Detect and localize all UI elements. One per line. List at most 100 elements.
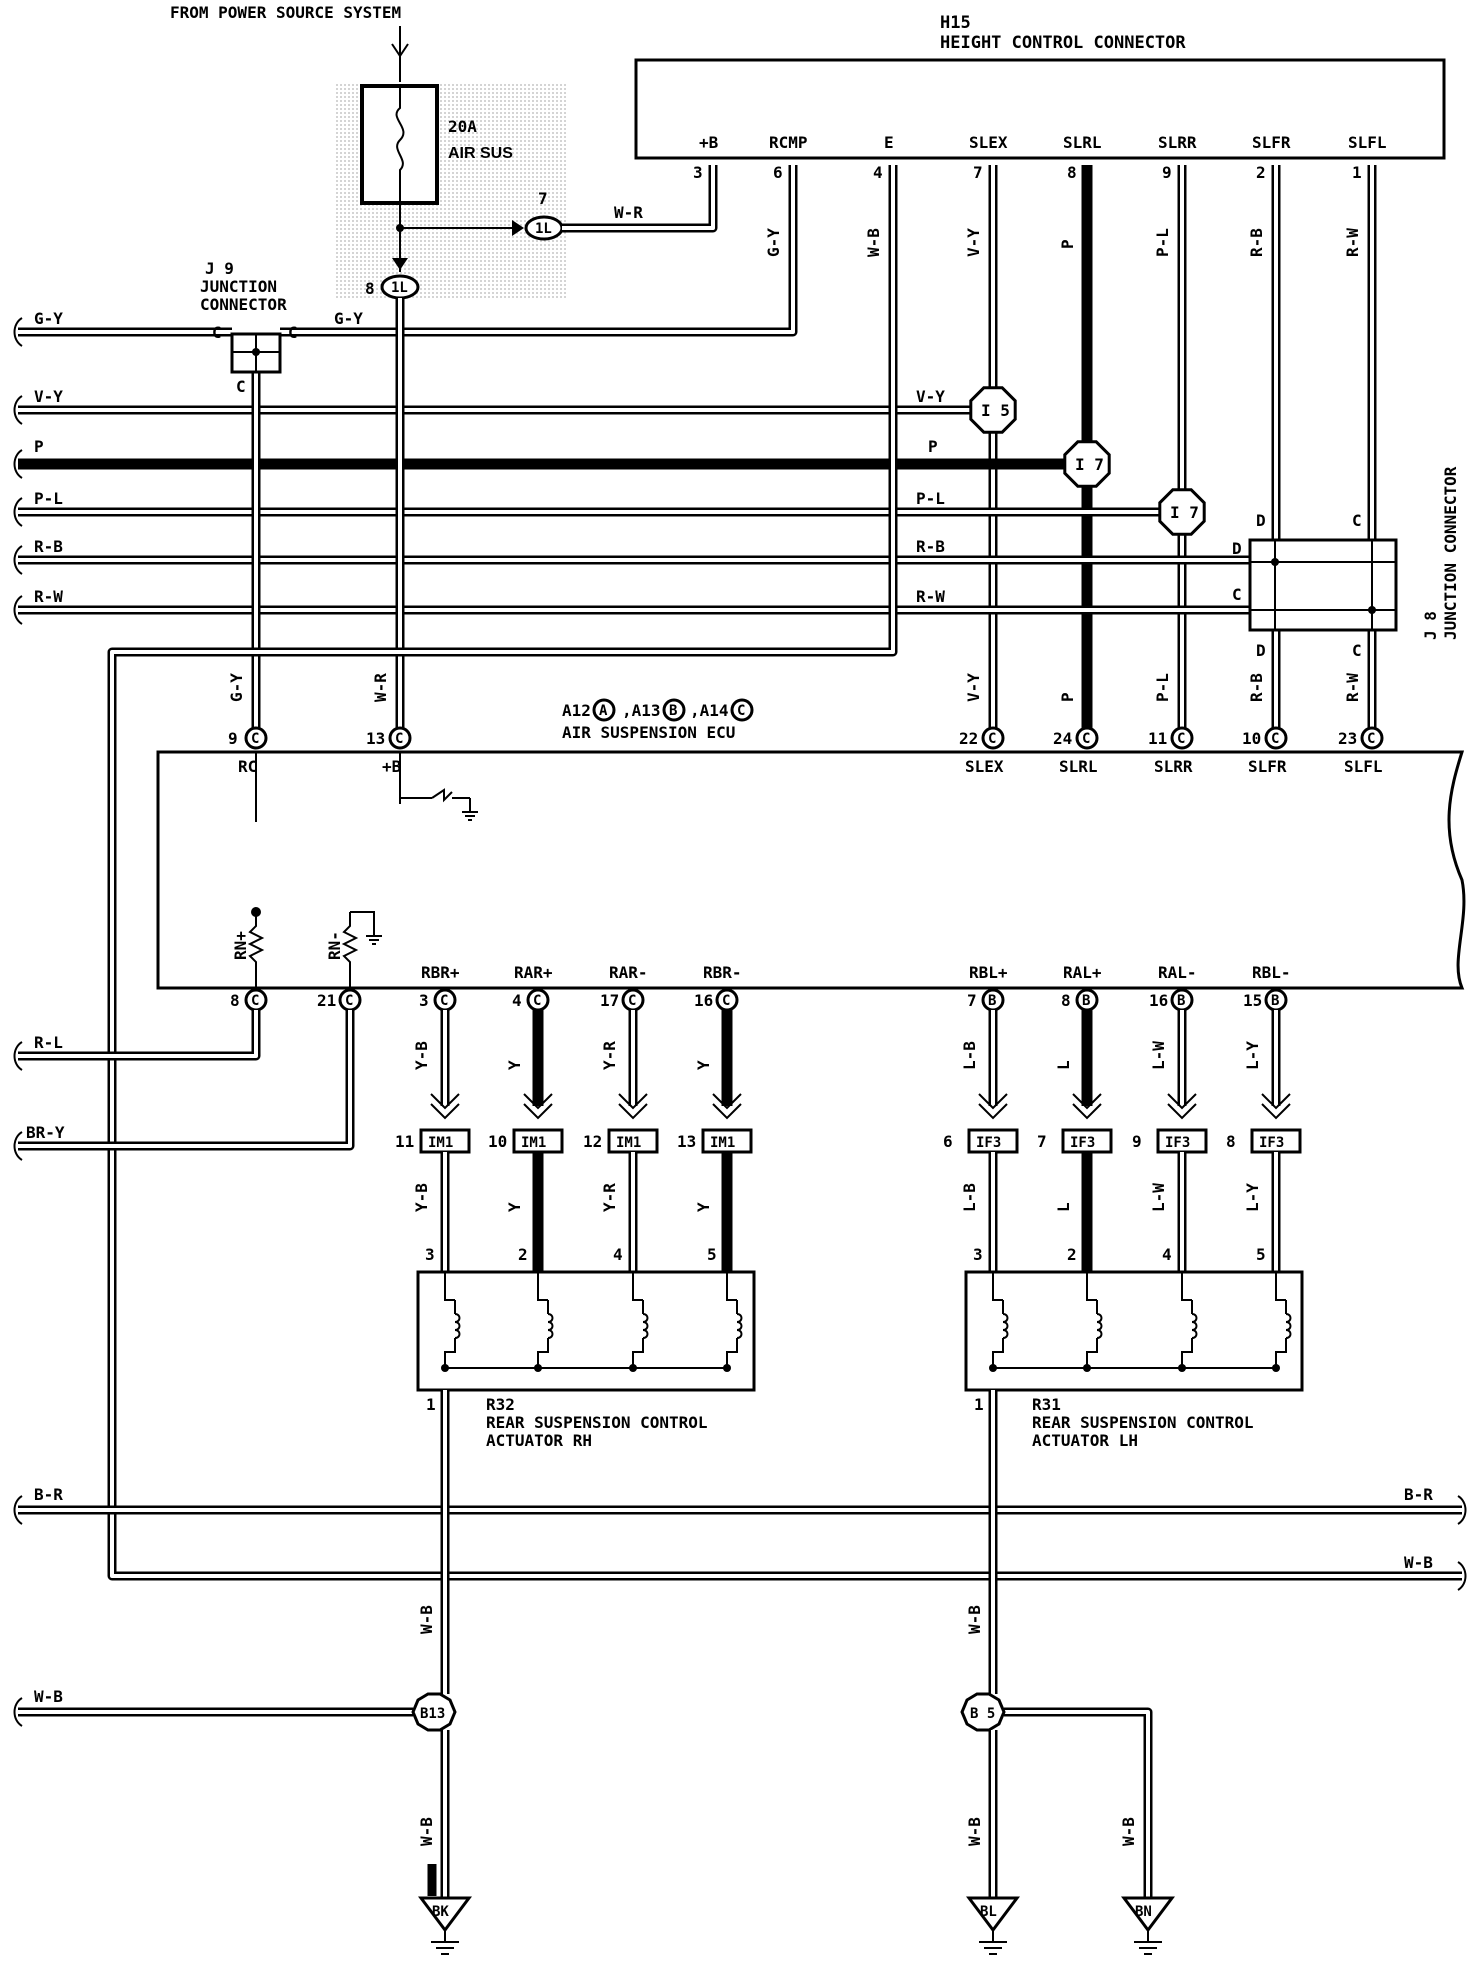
ecu-top-pin-wire-label: R-B xyxy=(1247,673,1266,702)
h15-pin-name: SLRR xyxy=(1158,133,1197,152)
actuator-wire-label: L-Y xyxy=(1243,1041,1262,1070)
actuator-pin-number: 4 xyxy=(1162,1245,1172,1264)
ecu-top-pin-wire-label: R-W xyxy=(1343,673,1362,702)
svg-text:C: C xyxy=(988,731,996,747)
h15-pin-wire-label: V-Y xyxy=(964,228,983,257)
ecu-bottom-pin-name: RBL+ xyxy=(969,963,1008,982)
ecu-bottom-pin-connector: B xyxy=(1170,988,1194,1012)
splice-label: I 7 xyxy=(1075,455,1104,474)
ecu-top-pin-connector: C xyxy=(1075,726,1099,750)
ground-splice-b13 xyxy=(411,1692,457,1732)
h15-pin-name: SLEX xyxy=(969,133,1008,152)
ecu-conn-ref-letter: A xyxy=(592,698,616,722)
inline-connector-label: IM1 xyxy=(428,1135,453,1151)
ecu-bottom-pin-name: RN+ xyxy=(231,931,250,960)
h15-pin-wire-label: P-L xyxy=(1153,228,1172,257)
actuator-coils xyxy=(441,1272,1292,1372)
splice-point xyxy=(969,386,1017,434)
j8-pin-d-top: D xyxy=(1256,511,1266,530)
ground-wire-label: W-B xyxy=(417,1817,436,1846)
actuator-pin-number: 5 xyxy=(707,1245,717,1264)
connector-arrow-icon xyxy=(618,1093,648,1120)
ecu-top-pin-connector: C xyxy=(388,726,412,750)
ecu-top-pin-number: 24 xyxy=(1053,729,1072,748)
coil-icon xyxy=(632,1272,649,1368)
svg-text:A: A xyxy=(599,703,608,719)
ecu-bottom-pin-number: 21 xyxy=(317,991,336,1010)
coil-icon xyxy=(1086,1272,1103,1368)
mid-wire-label: R-B xyxy=(916,537,945,556)
ecu-top-pin-name: +B xyxy=(382,757,402,776)
ground-point xyxy=(418,1896,472,1933)
ecu-bottom-pin-name: RN- xyxy=(325,931,344,960)
splice-point xyxy=(1158,488,1206,536)
ecu-top-pin-name: RC xyxy=(238,757,257,776)
mid-wire-label: P xyxy=(928,437,938,456)
h15-pin-number: 4 xyxy=(873,163,883,182)
left-wire-label: V-Y xyxy=(34,387,63,406)
ecu-top-pin-connector: C xyxy=(1170,726,1194,750)
ecu-top-pin-name: SLFR xyxy=(1248,757,1287,776)
actuator-rh-name-2: ACTUATOR RH xyxy=(486,1431,592,1450)
ecu-top-pin-number: 22 xyxy=(959,729,978,748)
left-wire-label: R-B xyxy=(34,537,63,556)
ecu-bottom-pin-connector: C xyxy=(244,988,268,1012)
actuator-rh-name-1: REAR SUSPENSION CONTROL xyxy=(486,1413,708,1432)
connector-arrow-icon xyxy=(1072,1093,1102,1120)
inline-connector-label: IF3 xyxy=(1165,1135,1190,1151)
ecu-top-pin-number: 10 xyxy=(1242,729,1261,748)
ecu-bottom-pin-number: 8 xyxy=(1061,991,1071,1010)
coil-icon xyxy=(1181,1272,1198,1368)
actuator-wire-label: Y-R xyxy=(600,1041,619,1070)
actuator-wire-label: L-B xyxy=(960,1041,979,1070)
actuator-pin-number: 5 xyxy=(1256,1245,1266,1264)
wire-w-r-top-label: W-R xyxy=(614,203,643,222)
actuator-lh-gnd-pin: 1 xyxy=(974,1395,984,1414)
actuator-wire-label: Y xyxy=(694,1202,713,1212)
svg-text:C: C xyxy=(251,731,259,747)
ecu-conn-ref-letter: C xyxy=(730,698,754,722)
connector-arrow-icon xyxy=(1261,1093,1291,1120)
air-suspension-ecu-box xyxy=(156,750,1466,990)
svg-text:C: C xyxy=(1177,731,1185,747)
left-wire-label: R-W xyxy=(34,587,63,606)
ecu-bottom-pin-number: 3 xyxy=(419,991,429,1010)
h15-pin-number: 8 xyxy=(1067,163,1077,182)
mid-wire-label: V-Y xyxy=(916,387,945,406)
ecu-bottom-pin-connector: C xyxy=(433,988,457,1012)
h15-pin-name: SLFL xyxy=(1348,133,1387,152)
left-wire-label: G-Y xyxy=(34,309,63,328)
ground-splice-b5 xyxy=(960,1692,1006,1732)
ecu-bottom-pin-connector: B xyxy=(981,988,1005,1012)
connector-arrow-icon xyxy=(512,220,524,236)
svg-text:C: C xyxy=(395,731,403,747)
ecu-bottom-pin-connector: C xyxy=(715,988,739,1012)
fuse-rating: 20A xyxy=(448,117,477,136)
j9-name-1: JUNCTION xyxy=(200,277,277,296)
actuator-wire-label: L-Y xyxy=(1243,1183,1262,1212)
actuator-lh-name-1: REAR SUSPENSION CONTROL xyxy=(1032,1413,1254,1432)
ecu-bottom-pin-number: 17 xyxy=(600,991,619,1010)
power-arrow-icon xyxy=(391,43,409,58)
ecu-bottom-pin-number: 16 xyxy=(1149,991,1168,1010)
actuator-lh-box xyxy=(964,1270,1304,1392)
actuator-pin-number: 2 xyxy=(1067,1245,1077,1264)
actuator-rh-gnd-pin: 1 xyxy=(426,1395,436,1414)
ecu-top-pin-connector: C xyxy=(1264,726,1288,750)
actuator-wire-label: Y xyxy=(505,1202,524,1212)
inline-connector-label: IM1 xyxy=(616,1135,641,1151)
ground-wire-label: W-B xyxy=(965,1605,984,1634)
ecu-bottom-pin-connector: B xyxy=(1264,988,1288,1012)
actuator-pin-number: 4 xyxy=(613,1245,623,1264)
ecu-top-pin-connector: C xyxy=(244,726,268,750)
rn-plus-resistor-icon xyxy=(247,912,265,988)
bus-b-r-label-left: B-R xyxy=(34,1485,63,1504)
conn-1l-top-num: 7 xyxy=(538,189,548,208)
conn-1l-top-label: 1L xyxy=(535,221,552,237)
ecu-top-pin-number: 13 xyxy=(366,729,385,748)
inline-connector-number: 11 xyxy=(395,1132,414,1151)
svg-text:C: C xyxy=(1367,731,1375,747)
j9-pin-bottom: C xyxy=(236,377,246,396)
ecu-bottom-pin-number: 15 xyxy=(1243,991,1262,1010)
svg-text:C: C xyxy=(1271,731,1279,747)
